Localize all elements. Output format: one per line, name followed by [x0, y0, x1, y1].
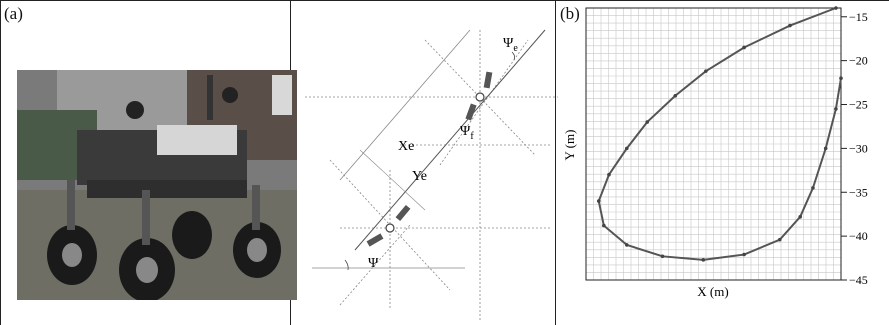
y-axis-label: Y (m) [562, 130, 577, 161]
trajectory-point [798, 215, 802, 219]
psi-label: Ψ [368, 256, 379, 271]
psi-f-label: Ψf [460, 124, 474, 142]
trajectory-point [834, 107, 838, 111]
xe-label: Xe [398, 139, 414, 154]
panel-a-label: (a) [4, 4, 23, 23]
trajectory-line [597, 7, 842, 261]
trajectory-point [778, 237, 782, 242]
trajectory-point [596, 199, 601, 203]
plot-axes-frame [585, 7, 842, 281]
y-tick-label: −30 [849, 141, 868, 155]
trajectory-point [607, 172, 611, 177]
trajectory-point [660, 254, 665, 259]
robot-photo [17, 70, 297, 300]
psi-e-label: Ψe [503, 36, 518, 54]
y-tick-label: −15 [849, 10, 868, 24]
trajectory-points [596, 6, 843, 262]
trajectory-point [742, 45, 746, 50]
trajectory-point [625, 243, 629, 247]
trajectory-point [823, 146, 828, 151]
trajectory-point [811, 186, 815, 190]
steering-diagram: Ψe Ψf Xe Ye Ψ [305, 29, 558, 320]
plot-grid [585, 7, 842, 281]
trajectory-point [839, 76, 843, 80]
top-border [0, 0, 889, 1]
trajectory-point [834, 6, 838, 10]
y-tick-label: −20 [849, 54, 868, 68]
trajectory-point [788, 23, 792, 28]
trajectory-point [625, 146, 629, 151]
trajectory-point [602, 223, 606, 228]
divider-b [555, 0, 556, 325]
panel-b-label: (b) [560, 4, 580, 23]
trajectory-point [673, 93, 678, 98]
y-tick-label: −45 [849, 273, 868, 287]
trajectory-chart: −15 −20 −25 −30 −35 −40 −45 X (m) Y (m) [562, 6, 868, 299]
y-ticks: −15 −20 −25 −30 −35 −40 −45 [841, 10, 868, 287]
y-tick-label: −40 [849, 229, 868, 243]
ye-label: Ye [412, 169, 427, 184]
trajectory-point [701, 258, 706, 262]
left-border [0, 0, 1, 325]
y-tick-label: −35 [849, 185, 868, 199]
trajectory-point [704, 69, 708, 73]
x-axis-label: X (m) [697, 284, 728, 299]
trajectory-point [742, 252, 746, 257]
y-tick-label: −25 [849, 98, 868, 112]
trajectory-point [645, 120, 649, 124]
